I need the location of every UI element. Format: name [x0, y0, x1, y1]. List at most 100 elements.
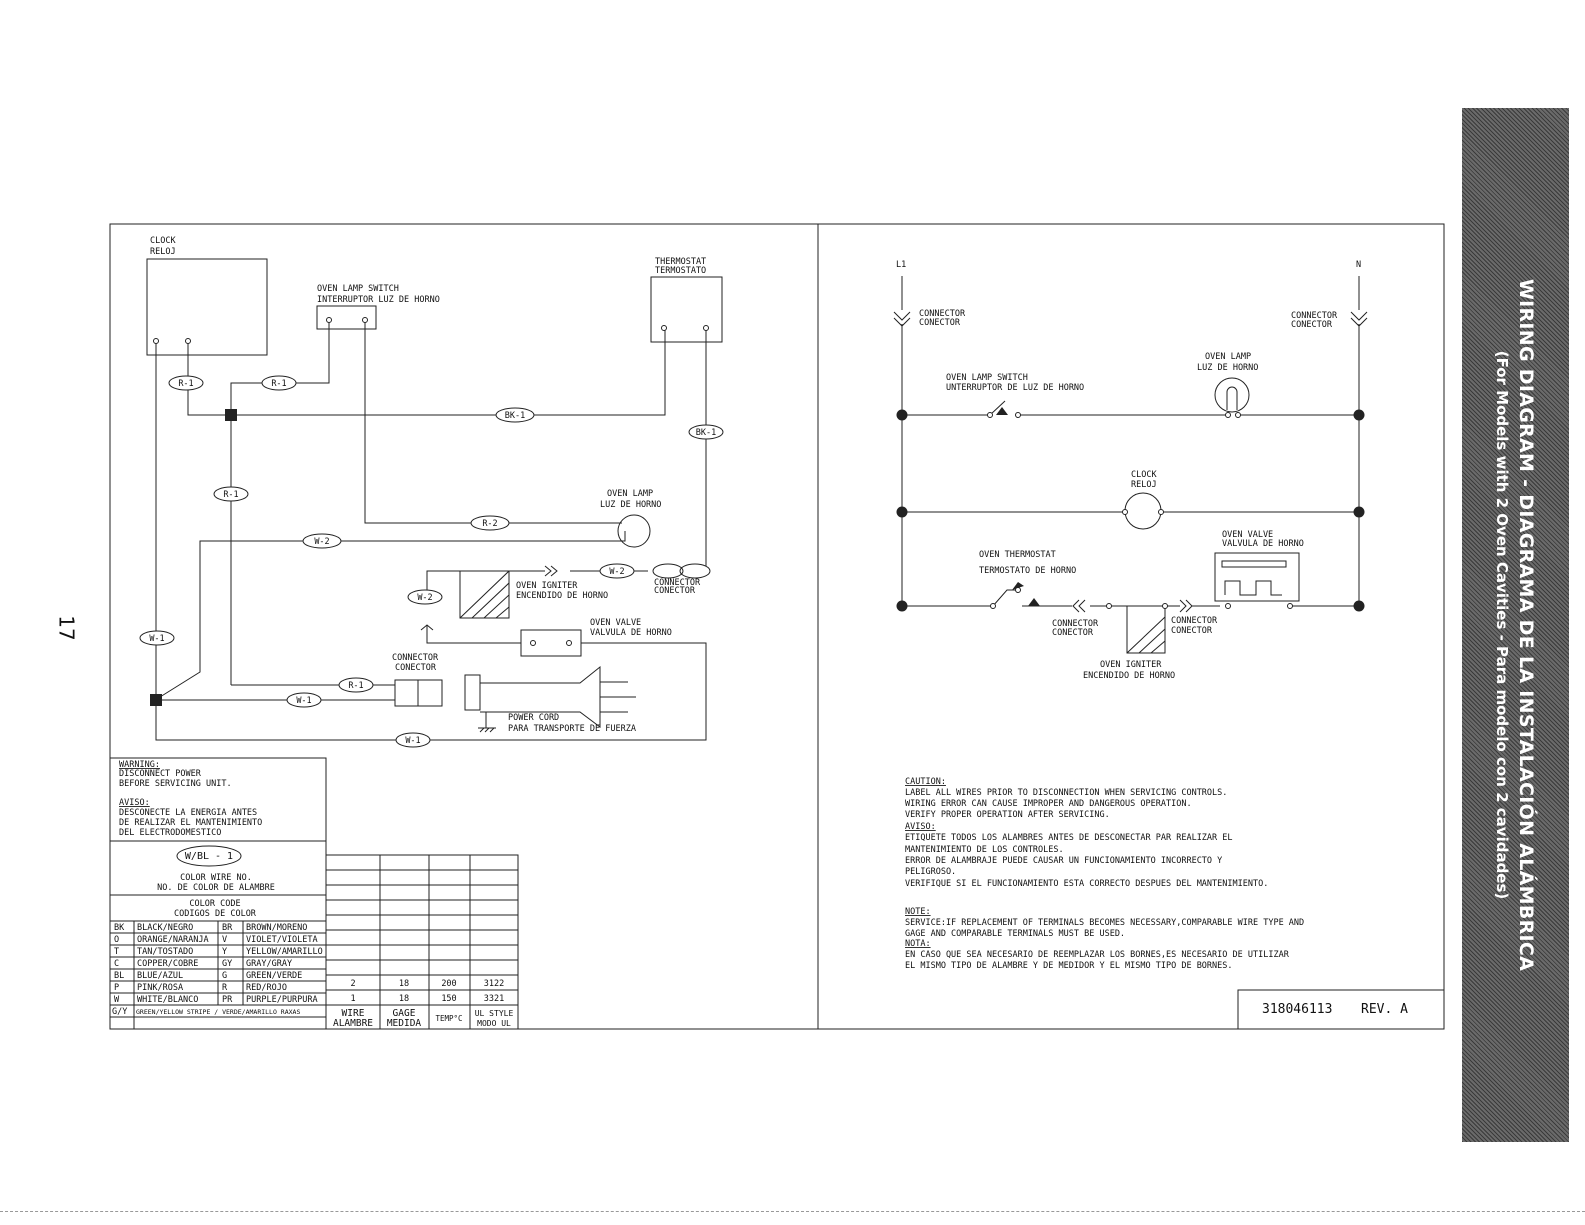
diagram-stroke [159, 531, 626, 698]
caution-aviso-line2: MANTENIMIENTO DE LOS CONTROLES. [905, 845, 1064, 855]
lamp-switch-label-es: INTERRUPTOR LUZ DE HORNO [317, 295, 440, 305]
right-thermostat-label: OVEN THERMOSTAT [979, 550, 1056, 560]
color-code-cell: GREEN/YELLOW STRIPE / VERDE/AMARILLO RAX… [136, 1008, 300, 1016]
diagram-stroke [688, 424, 724, 440]
oven-valve-label: OVEN VALVE [590, 618, 641, 628]
diagram-stroke [996, 407, 1008, 415]
power-cord-label-es: PARA TRANSPORTE DE FUERZA [508, 724, 636, 734]
connector-b-label: CONNECTOR [392, 653, 439, 663]
diagram-stroke [168, 375, 204, 391]
diagram-stroke [155, 642, 707, 741]
diagram-stroke [407, 589, 443, 605]
diagram-stroke [325, 854, 519, 1030]
right-connector-d-es: CONECTOR [1171, 626, 1213, 636]
wire-example-label: W/BL - 1 [185, 851, 233, 862]
wire-table-header: ALAMBRE [333, 1018, 373, 1029]
oven-lamp-label-es: LUZ DE HORNO [600, 500, 661, 510]
diagram-stroke [652, 563, 684, 579]
color-code-cell: BROWN/MORENO [246, 923, 307, 933]
diagram-stroke [1138, 628, 1166, 654]
color-code-cell: V [222, 935, 227, 945]
warning-aviso-line3: DEL ELECTRODOMESTICO [119, 828, 221, 838]
nota-title: NOTA: [905, 939, 931, 949]
diagram-stroke [703, 325, 709, 331]
diagram-frame [109, 223, 1445, 1030]
caution-aviso-line5: VERIFIQUE SI EL FUNCIONAMIENTO ESTA CORR… [905, 879, 1268, 889]
diagram-stroke [896, 409, 908, 421]
part-number: 318046113 [1262, 1002, 1332, 1017]
wire-label-r2: R-2 [482, 519, 497, 529]
color-code-cell: T [114, 947, 119, 957]
right-oven-valve-box [1214, 552, 1300, 602]
diagram-stroke [338, 677, 374, 693]
diagram-stroke [1225, 603, 1231, 609]
diagram-stroke [1015, 587, 1021, 593]
diagram-stroke [261, 375, 297, 391]
color-code-cell: W [114, 995, 120, 1005]
diagram-stroke [153, 338, 159, 344]
color-code-cell: P [114, 983, 119, 993]
right-connector-c-es: CONECTOR [1052, 628, 1094, 638]
caution-aviso-line4: PELIGROSO. [905, 867, 956, 877]
clock-label: CLOCK [150, 236, 176, 246]
color-code-cell: G/Y [112, 1007, 127, 1017]
color-code-cell: GREEN/VERDE [246, 971, 302, 981]
warning-aviso-line2: DE REALIZAR EL MANTENIMIENTO [119, 818, 262, 828]
diagram-stroke [566, 640, 572, 646]
connector-b-label-es: CONECTOR [395, 663, 437, 673]
diagram-stroke [230, 322, 330, 415]
revision: REV. A [1361, 1002, 1408, 1017]
wire-table-header: TEMP°C [435, 1014, 462, 1023]
caution-line2: WIRING ERROR CAN CAUSE IMPROPER AND DANG… [905, 799, 1192, 809]
right-lamp-switch-label-es: UNTERRUPTOR DE LUZ DE HORNO [946, 383, 1084, 393]
note-line1: SERVICE:IF REPLACEMENT OF TERMINALS BECO… [905, 918, 1304, 928]
diagram-stroke [426, 625, 521, 644]
wire-label-w2-a: W-2 [314, 537, 329, 547]
wire-table-cell: 3321 [484, 994, 504, 1004]
note-title: NOTE: [905, 907, 931, 917]
diagram-stroke [470, 515, 510, 531]
wire-table-header: WIRE [342, 1008, 365, 1019]
thermostat-label: THERMOSTAT [655, 257, 706, 267]
diagram-stroke [1353, 506, 1365, 518]
wire-table-cell: 3122 [484, 979, 504, 989]
diagram-stroke [1350, 311, 1368, 321]
diagram-stroke [893, 311, 911, 321]
wire-label-bk1-b: BK-1 [696, 428, 716, 438]
wire-label-w1-b: W-1 [296, 696, 311, 706]
clock-box [146, 258, 268, 356]
color-code-cell: VIOLET/VIOLETA [246, 935, 318, 945]
diagram-stroke [176, 845, 242, 867]
left-oven-valve-box [520, 629, 582, 657]
diagram-stroke [896, 506, 908, 518]
diagram-stroke [1225, 412, 1231, 418]
lamp-switch-box [316, 305, 377, 330]
wire-label-w1-a: W-1 [149, 634, 164, 644]
color-code-cell: C [114, 959, 119, 969]
warning-line2: BEFORE SERVICING UNIT. [119, 779, 232, 789]
color-code-cell: O [114, 935, 119, 945]
color-code-title-es: CODIGOS DE COLOR [174, 909, 257, 919]
color-code-cell: GY [222, 959, 232, 969]
wire-label-w1-c: W-1 [405, 736, 420, 746]
diagram-stroke [1353, 600, 1365, 612]
diagram-stroke [1224, 580, 1282, 596]
diagram-stroke [1072, 599, 1080, 613]
diagram-stroke [1179, 599, 1187, 613]
diagram-stroke [902, 589, 1018, 607]
caution-line3: VERIFY PROPER OPERATION AFTER SERVICING. [905, 810, 1110, 820]
color-code-cell: WHITE/BLANCO [137, 995, 198, 1005]
color-code-cell: PINK/ROSA [137, 983, 183, 993]
diagram-stroke [1235, 412, 1241, 418]
thermostat-label-es: TERMOSTATO [655, 266, 706, 276]
wire-table-cell: 200 [441, 979, 456, 989]
caution-line1: LABEL ALL WIRES PRIOR TO DISCONNECTION W… [905, 788, 1227, 798]
right-connector-l: CONNECTOR [919, 309, 966, 319]
diagram-stroke [990, 603, 996, 609]
right-clock-label: CLOCK [1131, 470, 1157, 480]
color-code-cell: R [222, 983, 228, 993]
color-code-cell: TAN/TOSTADO [137, 947, 193, 957]
diagram-stroke [395, 732, 431, 748]
wire-example-line2: NO. DE COLOR DE ALAMBRE [157, 883, 275, 893]
color-code-title: COLOR CODE [189, 899, 240, 909]
